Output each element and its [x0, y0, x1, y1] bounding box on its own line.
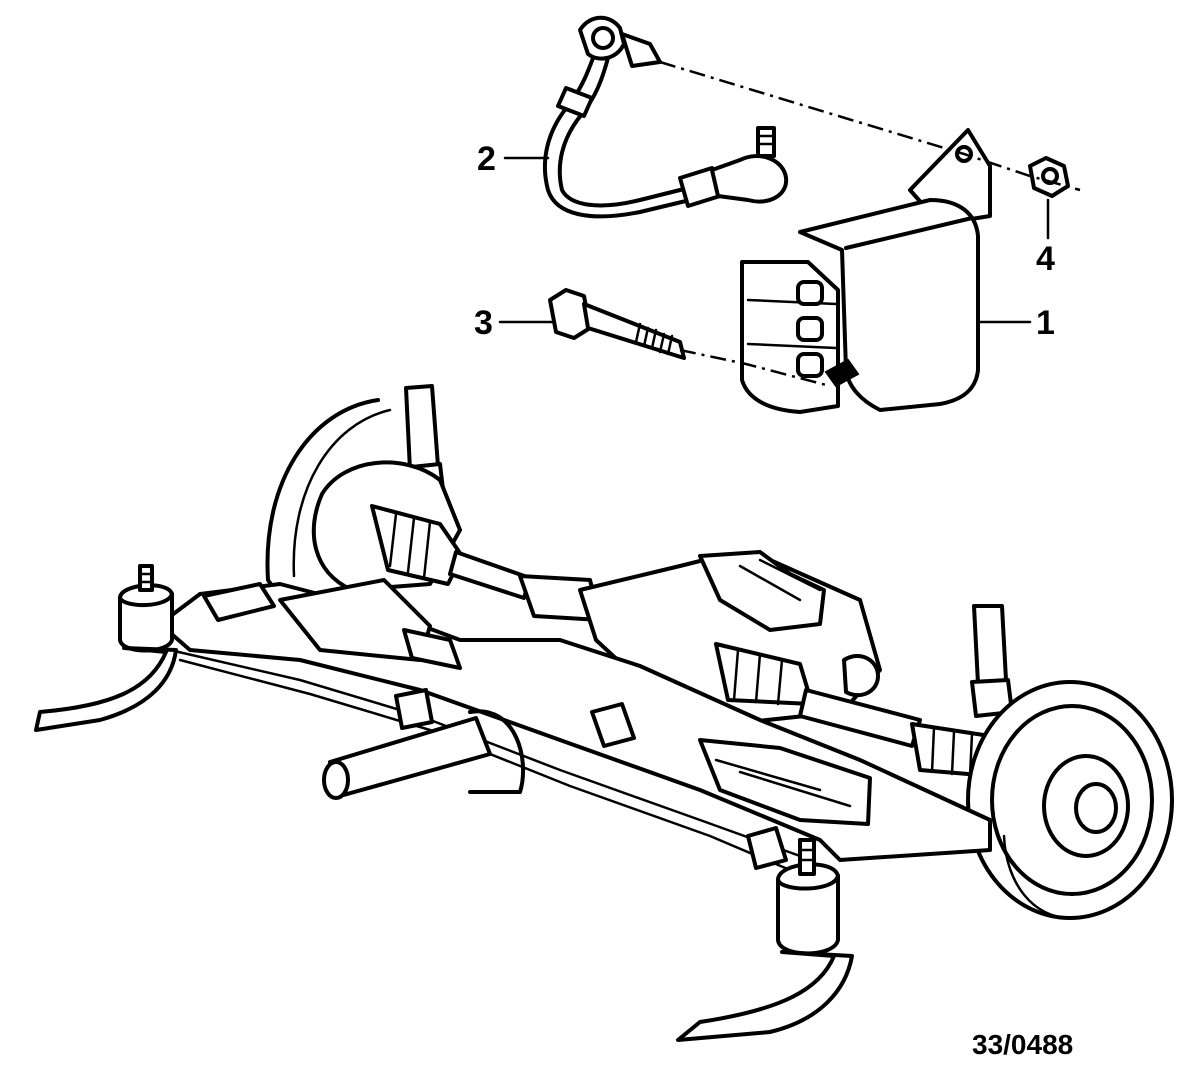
callout-2: 2: [477, 140, 496, 178]
rear-axle-assembly: [34, 384, 1174, 1042]
sensor-link-rod: [543, 15, 789, 219]
control-module: [740, 128, 992, 414]
callout-leaders: [498, 156, 1050, 324]
bolt: [548, 288, 686, 360]
callout-1: 1: [1036, 304, 1055, 342]
callout-3: 3: [474, 304, 493, 342]
nut: [1028, 156, 1070, 198]
assembly-lines: [659, 60, 1081, 388]
diagram-reference-code: 33/0488: [972, 1029, 1073, 1060]
callout-4: 4: [1036, 240, 1055, 278]
